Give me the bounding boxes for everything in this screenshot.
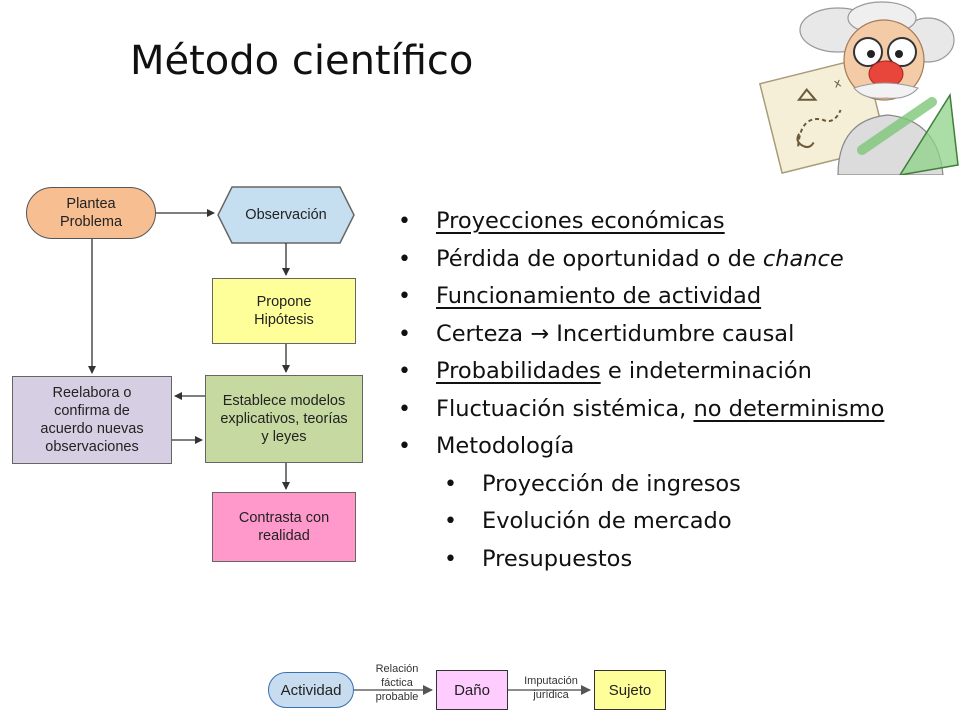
- node-label: Actividad: [280, 681, 342, 699]
- node-label-line: Plantea: [66, 195, 116, 212]
- sub-bullet-item: Evolución de mercado: [398, 503, 884, 541]
- bullet-item: Probabilidades e indeterminación: [398, 353, 884, 391]
- bullet-item: Proyecciones económicas: [398, 203, 884, 241]
- causal-chain-diagram: Actividad Relación fáctica probable Daño…: [262, 660, 682, 720]
- bullet-item: Metodología: [398, 428, 884, 466]
- node-dano: Daño: [436, 670, 508, 710]
- bullet-text: Certeza → Incertidumbre causal: [436, 320, 795, 347]
- bullet-item: Certeza → Incertidumbre causal: [398, 316, 884, 354]
- professor-scientist-icon: x: [758, 1, 959, 175]
- bullet-item: Funcionamiento de actividad: [398, 278, 884, 316]
- svg-text:x: x: [832, 75, 842, 90]
- relacion-label: Relación fáctica probable: [362, 663, 432, 704]
- bullet-text: Evolución de mercado: [482, 508, 732, 534]
- node-label-line: realidad: [258, 528, 310, 544]
- node-label-line: Problema: [59, 214, 123, 230]
- node-label-line: Contrasta con: [238, 509, 330, 526]
- bullet-text: e indeterminación: [600, 358, 812, 384]
- bullet-item: Fluctuación sistémica, no determinismo: [398, 391, 884, 429]
- label-line: fáctica: [381, 676, 413, 689]
- bullet-text-underlined: Probabilidades: [436, 358, 601, 384]
- node-label-line: Hipótesis: [254, 312, 314, 328]
- slide-title: Método científico: [130, 38, 474, 84]
- node-label-line: Propone: [256, 293, 312, 310]
- node-label-line: y leyes: [261, 429, 307, 446]
- bullet-text: Pérdida de oportunidad o de: [436, 245, 763, 272]
- node-label-line: confirma de: [54, 402, 130, 419]
- node-label-line: explicativos, teorías: [220, 410, 348, 427]
- label-line: Relación: [375, 663, 419, 675]
- node-label: Observación: [245, 206, 327, 223]
- bullet-text: Proyecciones económicas: [436, 208, 725, 234]
- bullet-text: Funcionamiento de actividad: [436, 283, 762, 309]
- bullet-item: Pérdida de oportunidad o de chance: [398, 241, 884, 279]
- label-line: probable: [375, 690, 419, 703]
- node-observacion: Observación: [218, 187, 354, 243]
- node-label-line: acuerdo nuevas: [40, 421, 144, 437]
- node-actividad: Actividad: [268, 672, 354, 708]
- bullet-text-italic: chance: [762, 245, 844, 272]
- bullet-list: Proyecciones económicas Pérdida de oport…: [398, 203, 884, 578]
- bullet-text: Metodología: [436, 433, 575, 459]
- bullet-text-underlined: no determinismo: [693, 395, 885, 422]
- node-label: Daño: [454, 681, 490, 699]
- node-label: Sujeto: [608, 681, 652, 699]
- node-label-line: observaciones: [45, 439, 139, 456]
- label-line: Imputación: [524, 675, 578, 687]
- observacion-hexagon: [217, 186, 355, 244]
- node-sujeto: Sujeto: [594, 670, 666, 710]
- node-contrasta-realidad: Contrasta con realidad: [212, 492, 356, 562]
- bullet-text: Proyección de ingresos: [482, 470, 741, 497]
- sub-bullet-item: Presupuestos: [398, 541, 884, 579]
- imputacion-label: Imputación jurídica: [514, 675, 588, 703]
- node-label-line: Reelabora o: [52, 384, 132, 401]
- node-label-line: Establece modelos: [222, 392, 346, 409]
- bullet-text: Fluctuación sistémica,: [436, 395, 694, 422]
- sub-bullet-item: Proyección de ingresos: [398, 466, 884, 504]
- bullet-text: Presupuestos: [482, 545, 633, 572]
- label-line: jurídica: [533, 688, 569, 701]
